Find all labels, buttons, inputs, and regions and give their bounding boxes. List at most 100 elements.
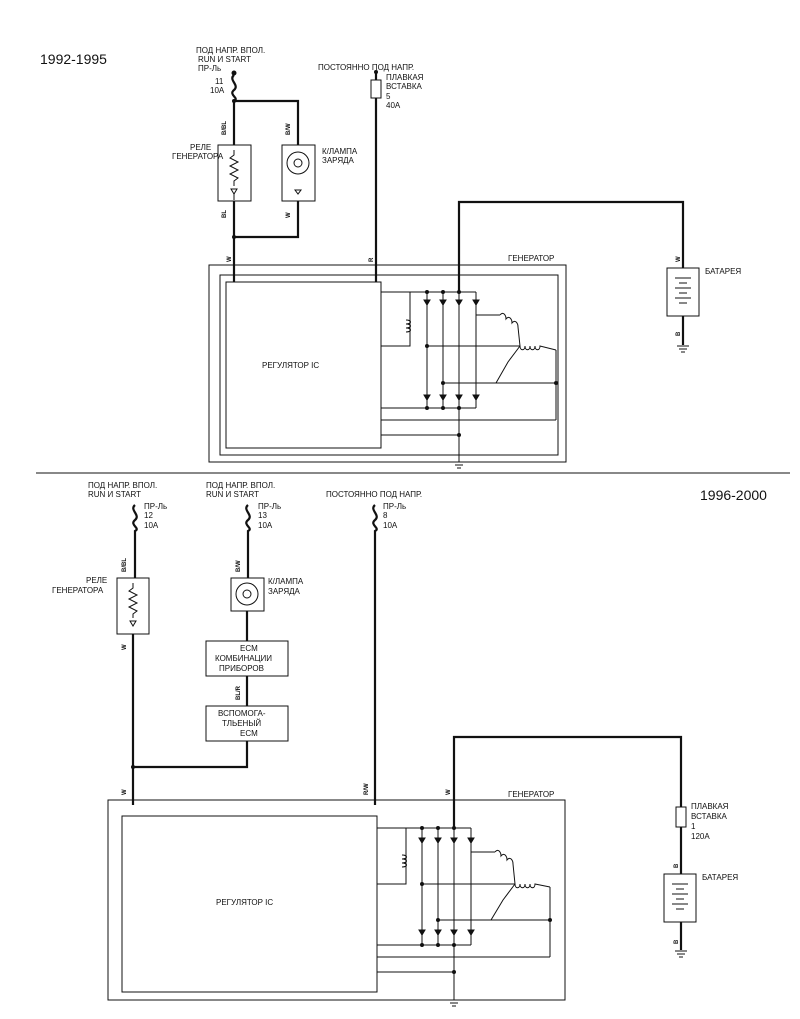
svg-text:ПЛАВКАЯ: ПЛАВКАЯ — [691, 802, 729, 811]
bottom-relay — [116, 577, 150, 635]
bottom-regulator — [121, 815, 378, 993]
bottom-wire-label-bat-b2: B — [674, 939, 680, 944]
svg-text:ПР-Ль: ПР-Ль — [258, 502, 281, 511]
svg-text:ПР-Ль: ПР-Ль — [383, 502, 406, 511]
svg-text:ECM: ECM — [240, 729, 258, 738]
top-generator-label: ГЕНЕРАТОР — [508, 254, 554, 263]
svg-text:12: 12 — [144, 511, 153, 520]
bottom-fuse12-label: ПОД НАПР. ВПОЛ. RUN И START ПР-Ль 12 10A — [88, 481, 167, 530]
top-wire-label-r: R — [369, 257, 375, 262]
svg-text:ГЕНЕРАТОРА: ГЕНЕРАТОРА — [52, 586, 104, 595]
top-generator-inner — [219, 274, 559, 456]
svg-text:ПР-Ль: ПР-Ль — [144, 502, 167, 511]
top-wire-b-w — [234, 99, 300, 145]
bottom-wire-label-bw: B/W — [236, 560, 242, 572]
top-wire-label-bbl: B/BL — [222, 121, 228, 135]
bottom-charge-lamp — [230, 577, 265, 612]
years-top-label: 1992-1995 — [40, 51, 107, 67]
top-diagram: ПОД НАПР. ВПОЛ. RUN И START ПР-Ль 11 10A… — [172, 46, 741, 469]
bottom-wire-label-bbl: B/BL — [122, 558, 128, 572]
top-battery — [666, 267, 700, 317]
svg-text:ПОД НАПР. ВПОЛ.: ПОД НАПР. ВПОЛ. — [196, 46, 265, 55]
bottom-wire-label-blr: BL/R — [236, 685, 242, 700]
bottom-junction — [131, 765, 135, 769]
top-wire-label-bat-b: B — [676, 331, 682, 336]
svg-text:8: 8 — [383, 511, 388, 520]
svg-text:ВСТАВКА: ВСТАВКА — [691, 812, 728, 821]
svg-text:RUN И START: RUN И START — [88, 490, 141, 499]
years-bottom-label: 1996-2000 — [700, 487, 767, 503]
top-wire-lamp-out — [234, 201, 300, 239]
svg-text:ЗАРЯДА: ЗАРЯДА — [322, 156, 355, 165]
top-wire-label-w1: W — [286, 212, 292, 218]
top-relay-label: РЕЛЕ ГЕНЕРАТОРА — [172, 143, 224, 161]
bottom-wire-label-w-relay: W — [122, 644, 128, 650]
svg-text:5: 5 — [386, 92, 391, 101]
bottom-wire-label-w-main: W — [122, 789, 128, 795]
top-ground-icon — [453, 461, 465, 469]
svg-text:ПРИБОРОВ: ПРИБОРОВ — [219, 664, 264, 673]
bottom-fuse13-label: ПОД НАПР. ВПОЛ. RUN И START ПР-Ль 13 10A — [206, 481, 281, 530]
top-wire-label-bw: B/W — [286, 123, 292, 135]
bottom-generator-label: ГЕНЕРАТОР — [508, 790, 554, 799]
svg-text:10A: 10A — [144, 521, 159, 530]
svg-text:ПОД НАПР. ВПОЛ.: ПОД НАПР. ВПОЛ. — [206, 481, 275, 490]
svg-text:ГЕНЕРАТОРА: ГЕНЕРАТОРА — [172, 152, 224, 161]
top-junction-a — [232, 99, 236, 103]
bottom-fuse13-symbol — [245, 504, 251, 578]
svg-text:1: 1 — [691, 822, 696, 831]
top-fusible-label: ПОСТОЯННО ПОД НАПР. ПЛАВКАЯ ВСТАВКА 5 40… — [318, 63, 424, 110]
bottom-relay-label: РЕЛЕ ГЕНЕРАТОРА — [52, 576, 107, 595]
svg-text:ПЛАВКАЯ: ПЛАВКАЯ — [386, 73, 424, 82]
svg-text:ПОСТОЯННО ПОД НАПР.: ПОСТОЯННО ПОД НАПР. — [326, 490, 422, 499]
svg-text:РЕЛЕ: РЕЛЕ — [190, 143, 211, 152]
top-junction-b — [232, 235, 236, 239]
svg-text:120A: 120A — [691, 832, 710, 841]
bottom-fuse8-label: ПОСТОЯННО ПОД НАПР. ПР-Ль 8 10A — [326, 490, 422, 530]
svg-text:ВСПОМОГА-: ВСПОМОГА- — [218, 709, 266, 718]
top-wire-label-bl: BL — [222, 210, 228, 218]
svg-text:ПОСТОЯННО ПОД НАПР.: ПОСТОЯННО ПОД НАПР. — [318, 63, 414, 72]
svg-text:10A: 10A — [210, 86, 225, 95]
top-wire-label-bat-w: W — [676, 256, 682, 262]
svg-text:10A: 10A — [383, 521, 398, 530]
bottom-diagram: ПОД НАПР. ВПОЛ. RUN И START ПР-Ль 12 10A… — [52, 481, 738, 1007]
svg-text:13: 13 — [258, 511, 267, 520]
svg-text:ЗАРЯДА: ЗАРЯДА — [268, 587, 301, 596]
bottom-ecm-cluster: ECM КОМБИНАЦИИ ПРИБОРОВ — [205, 640, 289, 677]
top-wire-label-w2: W — [227, 256, 233, 262]
bottom-charge-lamp-label: К/ЛАМПА ЗАРЯДА — [268, 577, 304, 596]
bottom-wire-label-rw: R/W — [364, 783, 370, 795]
bottom-battery-label: БАТАРЕЯ — [702, 873, 738, 882]
bottom-regulator-label: РЕГУЛЯТОР IC — [216, 898, 273, 907]
bottom-wire-label-bat-b1: B — [674, 863, 680, 868]
bottom-ground-icon — [448, 999, 460, 1007]
svg-text:ПР-Ль: ПР-Ль — [198, 64, 221, 73]
svg-text:К/ЛАМПА: К/ЛАМПА — [322, 147, 358, 156]
bottom-fusible-link — [675, 806, 687, 828]
bottom-rectifier — [377, 826, 552, 974]
svg-text:ВСТАВКА: ВСТАВКА — [386, 82, 423, 91]
svg-text:К/ЛАМПА: К/ЛАМПА — [268, 577, 304, 586]
top-fuse11-symbol — [231, 70, 237, 102]
top-generator-box — [208, 264, 567, 463]
top-battery-ground-icon — [677, 345, 689, 353]
bottom-fuse12-symbol — [132, 504, 138, 578]
top-regulator — [225, 281, 382, 449]
svg-text:КОМБИНАЦИИ: КОМБИНАЦИИ — [215, 654, 272, 663]
bottom-wire-label-w-gen: W — [446, 789, 452, 795]
bottom-wire-gen-battery — [452, 735, 683, 828]
bottom-battery — [663, 873, 697, 923]
svg-text:40A: 40A — [386, 101, 401, 110]
svg-text:ПОД НАПР. ВПОЛ.: ПОД НАПР. ВПОЛ. — [88, 481, 157, 490]
top-rectifier — [381, 290, 558, 437]
svg-text:RUN И START: RUN И START — [198, 55, 251, 64]
top-regulator-label: РЕГУЛЯТОР IC — [262, 361, 319, 370]
top-fusible-link — [370, 70, 382, 99]
top-battery-label: БАТАРЕЯ — [705, 267, 741, 276]
top-fuse11-label: ПОД НАПР. ВПОЛ. RUN И START ПР-Ль 11 10A — [196, 46, 265, 95]
bottom-aux-ecm: ВСПОМОГА- ТЛЬЕНЫЙ ECM — [205, 705, 289, 742]
svg-text:11: 11 — [215, 77, 224, 86]
svg-text:РЕЛЕ: РЕЛЕ — [86, 576, 107, 585]
